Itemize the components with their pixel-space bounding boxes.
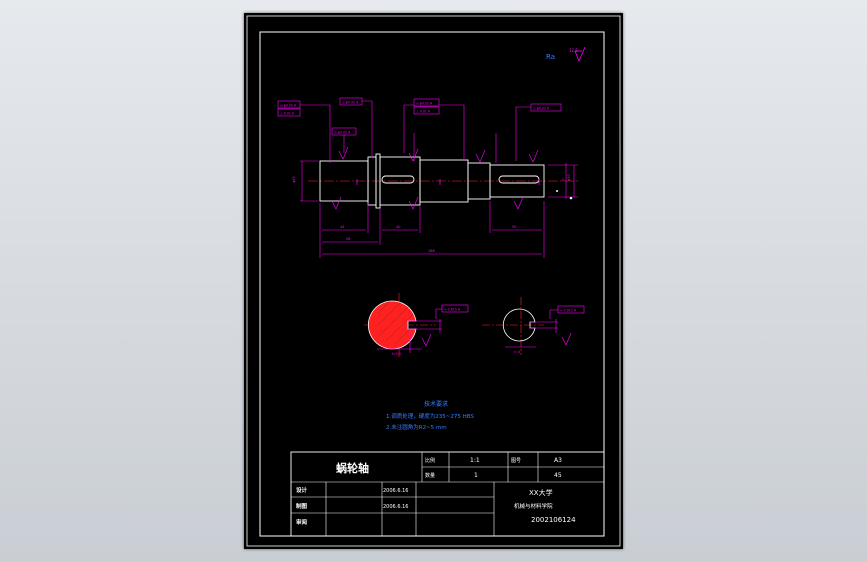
section-view-1: = 0.015 A t=5.5	[364, 293, 469, 359]
notes-line-1: 1.调质处理，硬度为235~275 HBS	[386, 412, 474, 420]
svg-text:⊥ 0.01 A: ⊥ 0.01 A	[416, 110, 431, 114]
svg-text:◎ φ0.02 A: ◎ φ0.02 A	[416, 102, 433, 106]
reviewer-label: 审阅	[296, 518, 308, 526]
svg-text:44: 44	[340, 225, 345, 229]
drawing-sheet: Ra 12.5	[244, 13, 623, 549]
svg-text:◎ φ0.02 A: ◎ φ0.02 A	[342, 101, 359, 105]
scale-label: 比例	[425, 457, 435, 464]
part-name: 蜗轮轴	[336, 461, 369, 475]
svg-text:50: 50	[512, 225, 516, 229]
svg-text:= 0.015 A: = 0.015 A	[444, 308, 461, 312]
qty-label: 数量	[425, 472, 435, 479]
technical-notes: 技术要求 1.调质处理，硬度为235~275 HBS 2.未注圆角为R2~5 m…	[386, 400, 474, 431]
scale-value: 1:1	[470, 457, 480, 464]
svg-text:t=4: t=4	[514, 350, 520, 354]
sheet-label: 图号	[511, 458, 521, 464]
cad-drawing: Ra 12.5	[246, 15, 621, 547]
tolerance-text: ◎ φ0.02 A ⊥ 0.01 A ◎ φ0.02 A ◎ φ0.02 A ◎…	[280, 101, 550, 135]
roughness-value: 12.5	[569, 48, 578, 53]
svg-text:◎ φ0.02 A: ◎ φ0.02 A	[334, 131, 351, 135]
svg-text:φ30: φ30	[567, 174, 571, 181]
title-block: 蜗轮轴 比例 1:1 数量 1 图号 A3 45 设计 2006.6.16 制图…	[290, 451, 605, 537]
student-id: 2002106124	[531, 516, 576, 524]
qty-value: 1	[474, 472, 478, 479]
college-name: 机械与材料学院	[514, 502, 553, 510]
school-name: XX大学	[529, 488, 553, 497]
svg-text:φ45: φ45	[292, 176, 296, 183]
svg-text:A: A	[562, 178, 565, 182]
svg-text:= 0.015 A: = 0.015 A	[560, 309, 577, 313]
roughness-symbol: Ra 12.5	[546, 46, 586, 63]
sheet-value: A3	[554, 457, 562, 464]
material-value: 45	[554, 472, 562, 479]
svg-text:40: 40	[396, 225, 400, 229]
dimension-text: 44 40 50 58 186 φ45 φ30 A	[292, 174, 571, 253]
drafter-label: 制图	[296, 502, 308, 510]
section-view-2: = 0.015 A t=4	[482, 297, 585, 355]
svg-text:t=5.5: t=5.5	[392, 352, 401, 356]
svg-text:186: 186	[428, 249, 435, 253]
svg-text:◎ φ0.02 A: ◎ φ0.02 A	[533, 107, 550, 111]
svg-text:◎ φ0.02 A: ◎ φ0.02 A	[280, 104, 297, 108]
dimension-lines	[300, 133, 578, 258]
notes-line-2: 2.未注圆角为R2~5 mm	[386, 423, 447, 431]
designer-date: 2006.6.16	[383, 488, 408, 494]
drafter-date: 2006.6.16	[383, 504, 408, 510]
svg-text:58: 58	[346, 237, 350, 241]
outer-border	[246, 15, 621, 547]
designer-label: 设计	[296, 486, 308, 494]
notes-heading: 技术要求	[424, 400, 448, 408]
svg-text:⊥ 0.01 A: ⊥ 0.01 A	[280, 112, 295, 116]
geometric-tolerances	[277, 97, 562, 210]
shaft-main-view	[308, 153, 580, 209]
roughness-prefix: Ra	[546, 53, 555, 61]
